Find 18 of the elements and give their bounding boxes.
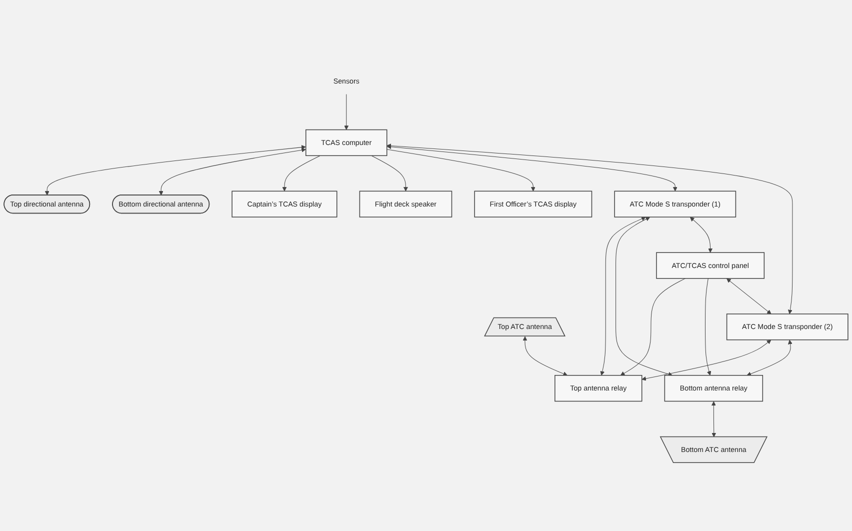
arrow (44, 145, 306, 196)
arrow (386, 144, 678, 192)
arrow (690, 216, 713, 253)
arrow (386, 144, 793, 314)
arrow (386, 149, 536, 192)
arrow (726, 278, 772, 314)
arrow (600, 216, 646, 376)
arrow (371, 155, 408, 192)
arrow (642, 340, 772, 381)
arrow (158, 148, 306, 196)
arrow (705, 278, 712, 376)
arrow (746, 340, 792, 376)
arrow (282, 155, 321, 192)
arrow (711, 401, 716, 438)
arrow (620, 278, 686, 376)
arrow (616, 216, 673, 376)
arrow (522, 336, 568, 376)
arrow (344, 94, 349, 130)
